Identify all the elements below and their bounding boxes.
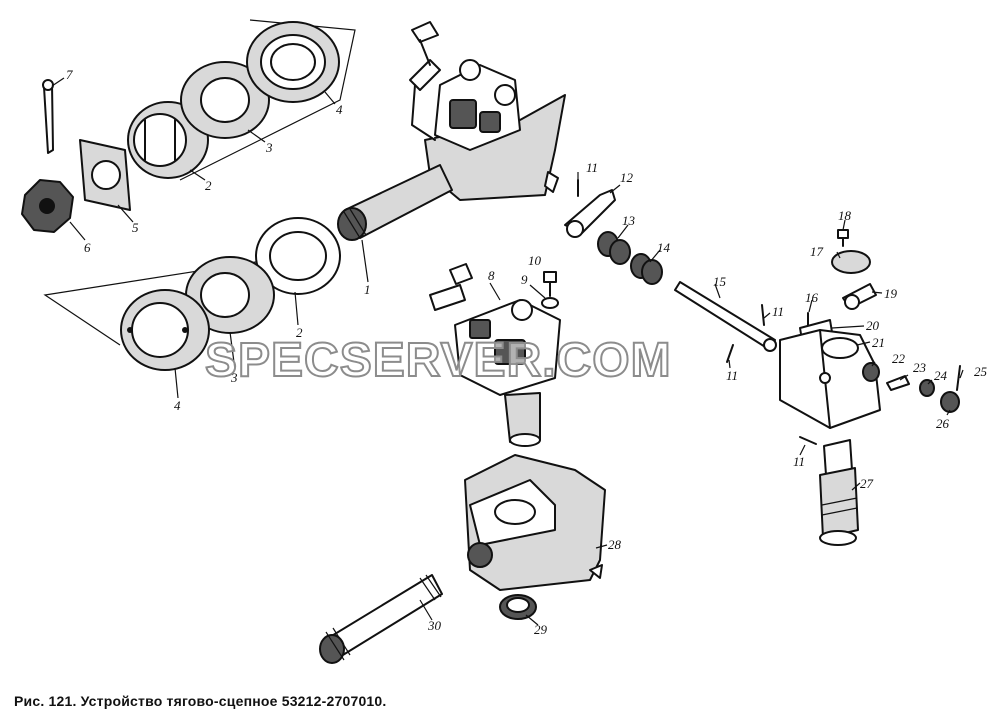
pin-11-shaft (726, 344, 734, 363)
callout-30: 30 (427, 618, 442, 633)
pin-23 (886, 375, 910, 391)
bolt-10 (543, 271, 557, 297)
hook-assembly-8 (429, 263, 561, 447)
figure-caption: Рис. 121. Устройство тягово-сцепное 5321… (14, 693, 387, 709)
pin-11-right (761, 304, 765, 326)
castle-nut-6 (21, 179, 74, 233)
callout-12: 12 (620, 170, 634, 185)
bracket-21 (779, 329, 881, 429)
callout-17: 17 (810, 244, 824, 259)
callout-14: 14 (657, 240, 671, 255)
callout-24: 24 (934, 368, 948, 383)
callout-27: 27 (860, 476, 874, 491)
rubber-ring-3-upper (180, 61, 270, 139)
callout-4-upper: 4 (336, 102, 343, 117)
lever-12 (564, 189, 616, 238)
callout-5: 5 (132, 220, 139, 235)
callout-7: 7 (66, 67, 73, 82)
cover-17 (831, 250, 871, 274)
ring-29 (499, 594, 537, 620)
callout-19: 19 (884, 286, 898, 301)
tube-30 (319, 574, 443, 664)
pivot-pin-27 (819, 439, 859, 546)
callout-18: 18 (838, 208, 852, 223)
leader-lines (51, 77, 964, 626)
cotter-pin-7 (42, 79, 54, 154)
callout-8: 8 (488, 268, 495, 283)
callout-28: 28 (608, 537, 622, 552)
pin-11-bottom (799, 436, 817, 445)
callout-2-upper: 2 (205, 178, 212, 193)
callout-3-lower: 3 (230, 370, 238, 385)
callout-6: 6 (84, 240, 91, 255)
callout-20: 20 (866, 318, 880, 333)
watermark-text: SPECSERVER.COM (204, 333, 672, 388)
callout-15: 15 (713, 274, 727, 289)
callout-11-top: 11 (586, 160, 598, 175)
callout-29: 29 (534, 622, 548, 637)
callout-25: 25 (974, 364, 988, 379)
washer-plate-5 (79, 139, 131, 211)
spring-14 (630, 253, 663, 285)
shaft-15 (674, 281, 777, 352)
nut-22 (862, 362, 880, 382)
buffer-plate-4-upper (246, 21, 340, 103)
callout-16: 16 (805, 290, 819, 305)
callout-11-shaft: 11 (726, 368, 738, 383)
spring-13 (597, 231, 631, 265)
callout-13: 13 (622, 213, 636, 228)
callout-22: 22 (892, 351, 906, 366)
pin-25 (956, 365, 961, 391)
callout-9: 9 (521, 272, 528, 287)
callout-3-upper: 3 (265, 140, 273, 155)
lever-19 (842, 283, 877, 310)
plug-26 (940, 391, 960, 413)
callout-26: 26 (936, 416, 950, 431)
buffer-ring-2-lower (255, 217, 341, 295)
callout-11-right: 11 (772, 304, 784, 319)
washer-9 (541, 297, 559, 309)
housing-28 (464, 454, 606, 591)
callout-21: 21 (872, 335, 885, 350)
callout-4-lower: 4 (174, 398, 181, 413)
callout-labels: 7 6 5 2 3 4 1 2 3 4 8 10 9 11 12 13 14 1… (66, 67, 988, 637)
spring-24 (919, 379, 935, 397)
callout-2-lower: 2 (296, 325, 303, 340)
buffer-plate-4-lower (120, 289, 210, 371)
bolt-18 (837, 229, 849, 247)
callout-23: 23 (913, 360, 927, 375)
hitch-hook-assembly (337, 21, 566, 241)
callout-10: 10 (528, 253, 542, 268)
callout-1: 1 (364, 282, 371, 297)
callout-11-bottom: 11 (793, 454, 805, 469)
